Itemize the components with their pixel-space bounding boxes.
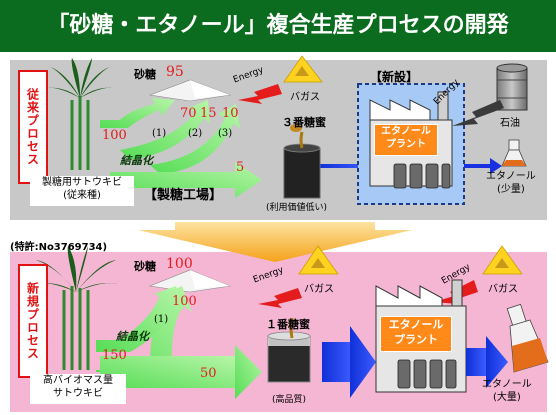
yield-new: 100 xyxy=(172,294,197,309)
page-title: 「砂糖・エタノール」複合生産プロセスの開発 xyxy=(0,0,556,52)
input-value-new: 150 xyxy=(102,348,127,363)
tanks-new-icon xyxy=(397,359,457,389)
ethanol-plant-sign-old: エタノール プラント xyxy=(374,124,438,156)
step-new: (1) xyxy=(154,314,169,325)
step-old-3: (3) xyxy=(218,128,233,139)
molasses-label-old: ３番糖蜜 xyxy=(282,116,326,129)
plant-new-line1: エタノール xyxy=(388,318,444,331)
oil-label: 石油 xyxy=(500,118,520,129)
molasses-note-new: (高品質) xyxy=(272,395,307,405)
oil-barrel-icon xyxy=(496,63,528,111)
molasses-beaker-old-icon xyxy=(283,124,321,199)
sugarcane-new-icon xyxy=(62,286,90,370)
ethanol-old-line1: エタノール xyxy=(486,171,536,182)
ethanol-output-arrow-old xyxy=(464,158,502,174)
ethanol-plant-sign-new: エタノール プラント xyxy=(380,316,452,352)
plant-old-line1: エタノール xyxy=(381,126,431,137)
ethanol-output-label-new: エタノール (大量) xyxy=(482,378,532,404)
bagasse-pile-new-1-icon xyxy=(298,245,339,275)
sugar-label-old: 砂糖 xyxy=(134,68,156,81)
sugarcane-old-icon xyxy=(70,96,90,170)
crystallize-arrow-new xyxy=(96,286,192,372)
yield-old-2: 15 xyxy=(200,106,217,121)
ethanol-new-line2: (大量) xyxy=(492,392,521,403)
residual-value-old: 5 xyxy=(236,160,245,175)
cane-old-line1: 製糖用サトウキビ xyxy=(42,177,122,188)
oil-arrow-icon xyxy=(452,100,504,126)
large-flask-icon xyxy=(506,303,549,373)
input-value-old: 100 xyxy=(102,128,127,143)
cane-caption-old: 製糖用サトウキビ (従来種) xyxy=(30,176,134,206)
cane-new-line2: サトウキビ xyxy=(53,388,103,399)
yield-old-3: 10 xyxy=(222,106,239,121)
ethanol-output-arrow-new xyxy=(466,336,508,388)
sugar-value-old: 95 xyxy=(166,64,184,80)
step-old-2: (2) xyxy=(188,128,203,139)
ethanol-old-line2: (少量) xyxy=(496,184,525,195)
molasses-beaker-new-icon xyxy=(267,317,311,383)
ethanol-new-line1: エタノール xyxy=(482,379,532,390)
step-old-1: (1) xyxy=(152,128,167,139)
bagasse-pile-old-icon xyxy=(283,55,323,83)
sugar-pile-new-icon xyxy=(148,269,232,293)
energy-arrow-new-1-icon xyxy=(258,288,302,308)
yield-old-1: 70 xyxy=(180,106,197,121)
small-flask-icon xyxy=(501,139,527,167)
plant-old-line2: プラント xyxy=(386,139,426,150)
crystallize-arrows-old xyxy=(100,98,262,198)
patent-number: (特許:No3769734) xyxy=(10,242,108,253)
molasses-note-old: (利用価値低い) xyxy=(266,203,328,213)
bagasse-pile-new-2-icon xyxy=(482,245,523,275)
flow-arrow-new xyxy=(100,345,262,399)
bagasse-label-old: バガス xyxy=(290,92,320,103)
ethanol-output-label-old: エタノール (少量) xyxy=(486,170,536,196)
bagasse-label-new: バガス xyxy=(304,284,334,295)
old-process-label: 従来プロセス xyxy=(18,70,48,184)
tanks-old-icon xyxy=(393,163,451,189)
transition-arrow xyxy=(138,222,412,262)
plant-new-line2: プラント xyxy=(394,333,438,346)
new-process-label: 新規プロセス xyxy=(18,264,48,378)
new-setup-label: 【新設】 xyxy=(370,70,419,84)
bagasse-label-new-2: バガス xyxy=(488,284,518,295)
molasses-label-new: １番糖蜜 xyxy=(266,318,310,331)
energy-arrow-old-icon xyxy=(238,84,282,104)
cane-caption-new: 高バイオマス量 サトウキビ xyxy=(30,374,126,404)
blue-flow-arrow-new xyxy=(322,326,376,398)
sugar-label-new: 砂糖 xyxy=(134,260,156,273)
cane-new-line1: 高バイオマス量 xyxy=(43,375,113,386)
crystallize-label-new: 結晶化 xyxy=(116,330,149,343)
factory-label-old: 【製糖工場】 xyxy=(144,188,223,203)
flow-value-new: 50 xyxy=(200,366,217,381)
sugar-value-new: 100 xyxy=(166,256,193,272)
crystallize-label-old: 結晶化 xyxy=(120,154,153,167)
cane-old-line2: (従来種) xyxy=(63,190,101,201)
